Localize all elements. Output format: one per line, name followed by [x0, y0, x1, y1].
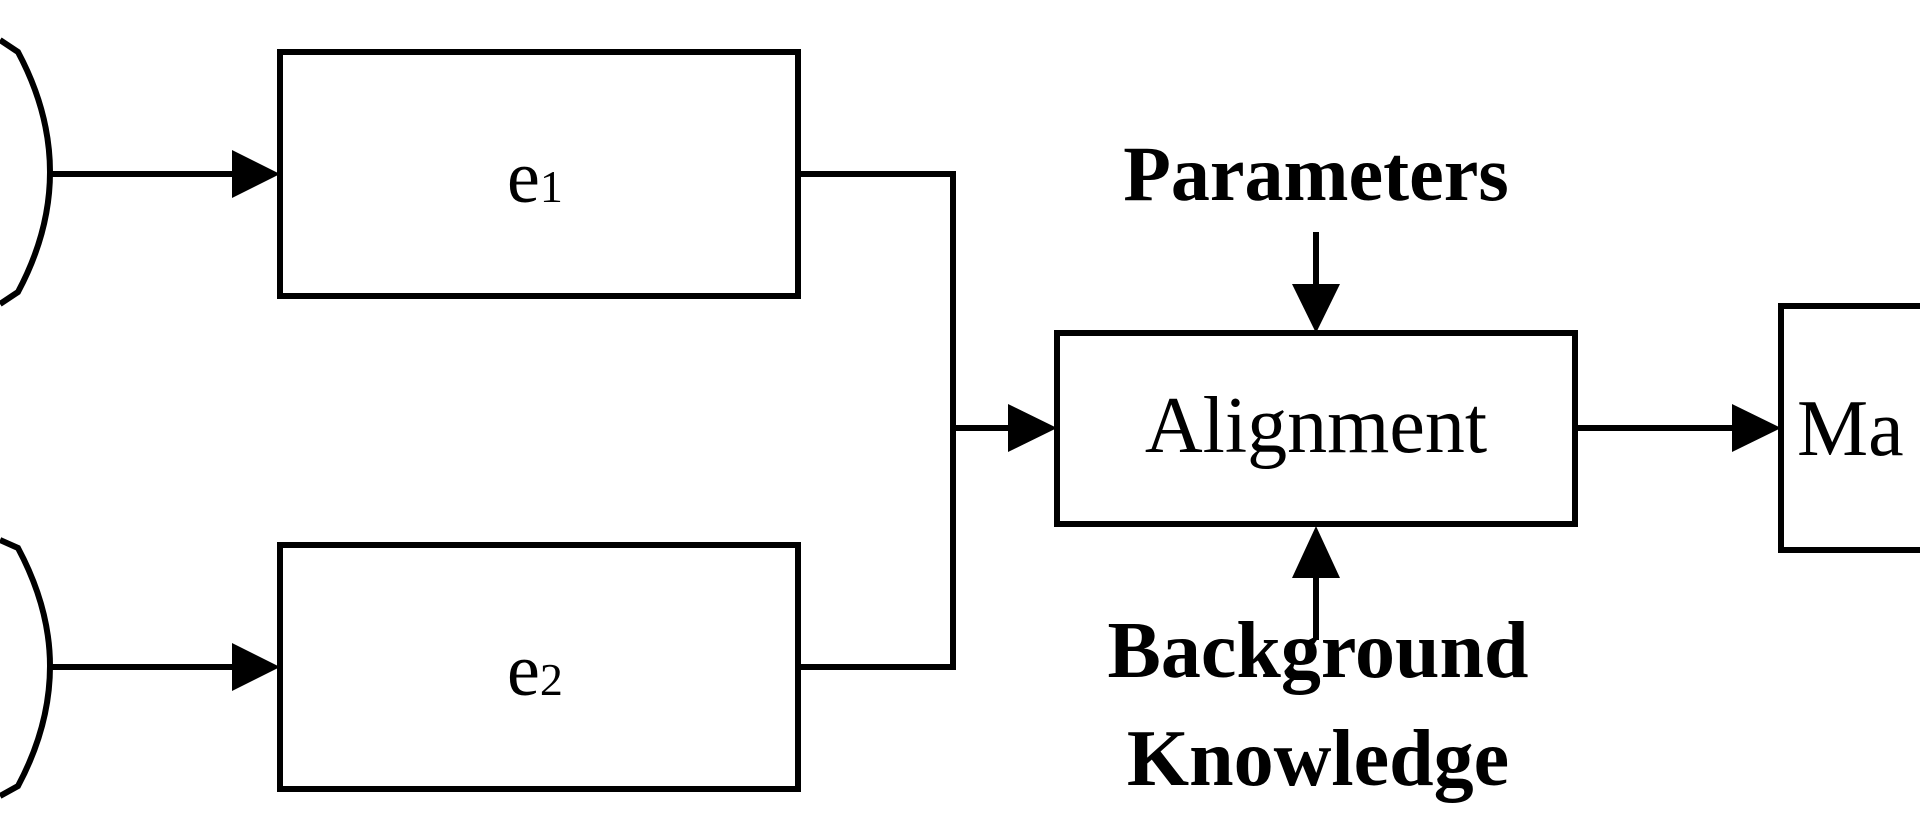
- match-label: Ma: [1797, 385, 1904, 473]
- e1-label-base: e: [507, 137, 540, 219]
- ontology-shape-bottom: [0, 537, 54, 799]
- arrow-to-e1-head: [232, 150, 280, 198]
- e1-label-sub: 1: [540, 161, 563, 212]
- arrow-to-e2-head: [232, 643, 280, 691]
- e2-box: [277, 542, 801, 792]
- e1-box: [277, 49, 801, 299]
- arrow-to-alignment-head: [1008, 404, 1057, 452]
- parameters-label: Parameters: [1123, 130, 1508, 217]
- arrow-background-head: [1292, 526, 1340, 578]
- e1-label: e1: [507, 137, 563, 219]
- alignment-label: Alignment: [1145, 382, 1487, 470]
- connector-e1-merge: [798, 171, 956, 670]
- background-label-line1: Background: [1108, 607, 1529, 695]
- arrow-to-match-head: [1732, 404, 1781, 452]
- e2-label: e2: [507, 630, 563, 712]
- background-label-line2: Knowledge: [1127, 715, 1509, 803]
- match-box: [1778, 303, 1920, 553]
- arrow-parameters-head: [1292, 284, 1340, 333]
- ontology-shape-top: [0, 37, 54, 307]
- e2-label-base: e: [507, 630, 540, 712]
- e2-label-sub: 2: [540, 654, 563, 705]
